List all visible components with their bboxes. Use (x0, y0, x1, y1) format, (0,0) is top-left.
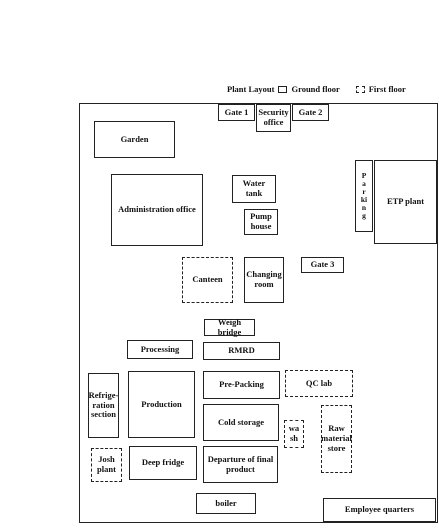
weigh-bridge: Weigh bridge (204, 317, 255, 336)
legend-first-label: First floor (368, 84, 406, 94)
canteen: Canteen (182, 257, 233, 303)
departure-of-final-product: Departure of final product (203, 446, 278, 483)
gate-2: Gate 2 (292, 104, 329, 121)
parking: P a r ki n g (355, 160, 373, 232)
rmrd: RMRD (203, 342, 280, 360)
deep-fridge: Deep fridge (129, 446, 197, 480)
legend: Plant Layout Ground floor First floor (227, 84, 406, 94)
plant-boundary (79, 103, 438, 523)
legend-ground-label: Ground floor (291, 84, 340, 94)
changing-room: Changing room (244, 257, 284, 303)
garden: Garden (94, 121, 175, 158)
pre-packing: Pre-Packing (203, 371, 280, 399)
wash: wa sh (284, 420, 304, 448)
boiler: boiler (196, 493, 256, 514)
gate-1: Gate 1 (218, 104, 255, 121)
production: Production (128, 371, 195, 438)
administration-office: Administration office (111, 174, 203, 246)
etp-plant: ETP plant (374, 160, 437, 244)
security-office: Security office (256, 104, 291, 132)
pump-house: Pump house (244, 209, 278, 235)
first-floor-swatch (355, 85, 365, 93)
josh-plant: Josh plant (91, 448, 122, 482)
water-tank: Water tank (232, 175, 276, 203)
cold-storage: Cold storage (203, 404, 279, 441)
legend-title: Plant Layout (227, 84, 275, 94)
qc-lab: QC lab (285, 370, 353, 397)
ground-floor-swatch (278, 85, 288, 93)
raw-material-store: Raw material store (321, 405, 352, 473)
processing: Processing (127, 340, 193, 359)
gate-3: Gate 3 (301, 257, 344, 273)
refrigeration-section: Refrige- ration section (88, 373, 119, 438)
employee-quarters: Employee quarters (323, 498, 436, 522)
